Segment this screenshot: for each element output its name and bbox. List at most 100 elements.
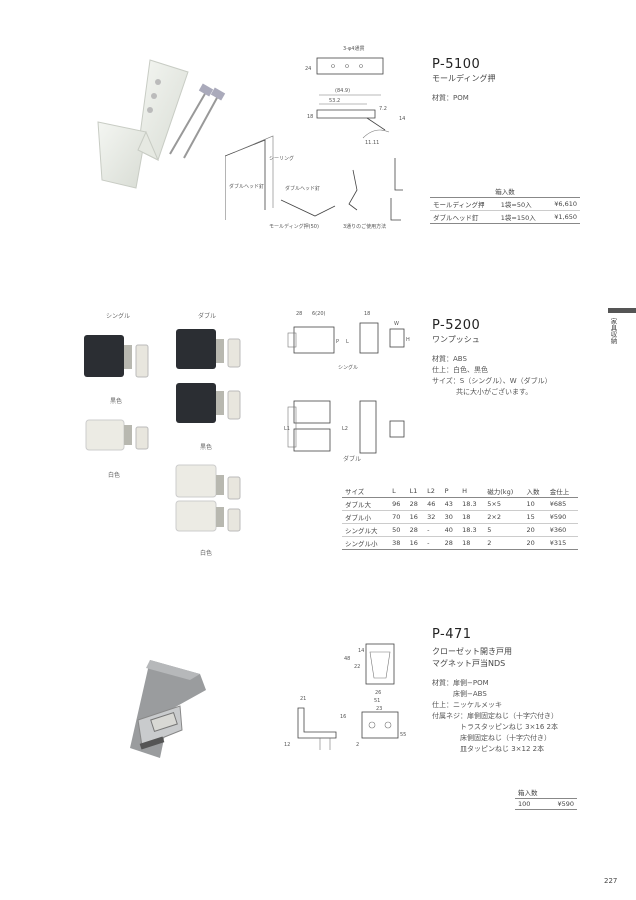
- p5200-photo-label-black1: 黒色: [110, 398, 123, 405]
- p5100-material: 材質：POM: [432, 94, 469, 102]
- table-cell: -: [427, 539, 430, 547]
- p471-spec-1: 材質：扉側−POM: [432, 679, 489, 687]
- table-cell: ダブル大: [345, 501, 371, 509]
- side-tab-bar: [608, 308, 636, 313]
- table-cell: 16: [409, 513, 418, 521]
- p471-dim-51: 51: [374, 698, 380, 704]
- p5100-code: P-5100: [432, 57, 481, 72]
- p5200-dim-W: W: [394, 321, 399, 327]
- p471-dim-23: 23: [376, 706, 382, 712]
- p5100-dim-1111: 11.11: [365, 140, 379, 146]
- p5100-dim-532: 53.2: [329, 98, 340, 104]
- p5200-th-L: L: [392, 487, 396, 495]
- table-cell: シングル大: [345, 527, 378, 535]
- p5100-label-usage: 3通りのご使用方法: [343, 223, 386, 230]
- p5200-photo-label-white2: 白色: [200, 550, 213, 557]
- table-cell: 16: [409, 539, 418, 547]
- p5100-row2-price: ¥1,650: [554, 213, 577, 221]
- p5200-photo-label-single: シングル: [106, 313, 131, 320]
- p5100-label-ceiling: シーリング: [269, 155, 294, 162]
- p471-dim-22: 22: [354, 664, 360, 670]
- p5200-th-P: P: [444, 487, 449, 495]
- p5200-photo-label-black2: 黒色: [200, 444, 213, 451]
- p5100-dim-14: 14: [399, 116, 405, 122]
- table-cell: 18.3: [462, 526, 477, 534]
- p5100-product-photo: [97, 59, 226, 189]
- p5200-name: ワンプッシュ: [432, 335, 480, 344]
- p5100-row2-name: ダブルヘッド釘: [433, 214, 479, 222]
- p5100-dim-18: 18: [307, 114, 313, 120]
- table-cell: 96: [392, 500, 401, 508]
- table-cell: 30: [444, 513, 453, 521]
- p5200-th-force: 磁力(kg): [487, 488, 514, 496]
- table-cell: 28: [409, 500, 418, 508]
- p5200-dim-H: H: [406, 337, 410, 343]
- p471-table-price: ¥590: [557, 800, 574, 808]
- table-cell: 18.3: [462, 500, 477, 508]
- p5200-code: P-5200: [432, 318, 481, 333]
- p471-name-line2: マグネット戸当NDS: [432, 659, 506, 668]
- p5200-th-L2: L2: [427, 487, 435, 495]
- p5200-spec-4: 共に大小がございます。: [456, 388, 533, 396]
- p5200-th-L1: L1: [409, 487, 418, 495]
- p5100-dim-hole: 3-φ4通貫: [343, 45, 364, 52]
- p5200-label-double-drawing: ダブル: [343, 456, 362, 463]
- table-cell: 20: [526, 526, 535, 534]
- p5200-th-price: 金仕上: [549, 488, 570, 496]
- p5100-drawing: 3-φ4通貫 24 (84.9) 53.2 18 7.2 14 11.11 シー…: [225, 45, 405, 230]
- p471-dim-12: 12: [284, 742, 290, 748]
- p5200-photo-label-white1: 白色: [108, 472, 121, 479]
- p5200-drawing: 28 6(20) P L 18 W H シングル L1 L2: [284, 311, 410, 454]
- p471-spec-4: 付属ネジ：扉側固定ねじ（十字穴付き）: [432, 712, 558, 720]
- p471-name-line1: クローゼット開き戸用: [432, 647, 512, 656]
- table-cell: 32: [427, 513, 436, 521]
- p471-spec-7: 皿タッピンねじ 3×12 2本: [446, 745, 545, 753]
- table-cell: ¥685: [549, 500, 567, 508]
- p5100-name: モールディング押: [432, 74, 496, 83]
- table-cell: 50: [392, 526, 401, 534]
- side-tab-label: 家具収納: [609, 318, 617, 344]
- table-cell: 20: [526, 539, 535, 547]
- p5100-dim-849: (84.9): [335, 88, 350, 94]
- table-cell: 70: [392, 513, 401, 521]
- p471-dim-2: 2: [356, 742, 359, 748]
- p471-spec-2: 床側−ABS: [432, 690, 487, 698]
- p5200-spec-2: 仕上：白色、黒色: [432, 366, 488, 374]
- p5200-dim-28: 28: [296, 311, 302, 317]
- table-cell: 2: [487, 539, 492, 547]
- p5200-th-size: サイズ: [345, 488, 365, 496]
- p5100-row1-price: ¥6,610: [554, 200, 577, 208]
- p471-table-header: 箱入数: [515, 786, 577, 799]
- table-cell: 28: [444, 539, 453, 547]
- table-cell: シングル小: [345, 540, 378, 548]
- table-cell: 18: [462, 513, 471, 521]
- table-cell: 38: [392, 539, 401, 547]
- p5100-dim-72: 7.2: [379, 106, 387, 112]
- p471-table-qty: 100: [518, 800, 531, 808]
- p5100-dim-24: 24: [305, 66, 311, 72]
- p471-spec-5: トラスタッピンねじ 3×16 2本: [446, 723, 558, 731]
- table-cell: 40: [444, 526, 453, 534]
- p471-dim-21: 21: [300, 696, 306, 702]
- p5100-row1-name: モールディング押: [433, 201, 485, 209]
- p5200-dim-L1: L1: [284, 426, 290, 432]
- p5200-photo-label-double: ダブル: [198, 313, 217, 320]
- page-number: 227: [604, 877, 618, 885]
- p5100-table-header: 箱入数: [430, 185, 580, 198]
- table-cell: 5: [487, 526, 492, 534]
- p471-drawing: 48 22 14 26 51 23 55 21 12 16 2: [284, 643, 406, 750]
- p5200-label-single-drawing: シングル: [338, 364, 358, 371]
- p5200-dim-60: 6(20): [312, 311, 325, 317]
- p471-dim-16: 16: [340, 714, 346, 720]
- table-cell: 10: [526, 500, 535, 508]
- table-cell: 15: [526, 513, 535, 521]
- p5100-row2-qty: 1袋=150入: [500, 214, 536, 222]
- table-cell: -: [427, 526, 430, 534]
- table-cell: 28: [409, 526, 418, 534]
- p5200-th-qty: 入数: [526, 488, 540, 496]
- p471-dim-26: 26: [375, 690, 381, 696]
- p471-dim-48: 48: [344, 656, 350, 662]
- p471-dim-14: 14: [358, 648, 364, 654]
- p5200-dim-P: P: [336, 339, 339, 345]
